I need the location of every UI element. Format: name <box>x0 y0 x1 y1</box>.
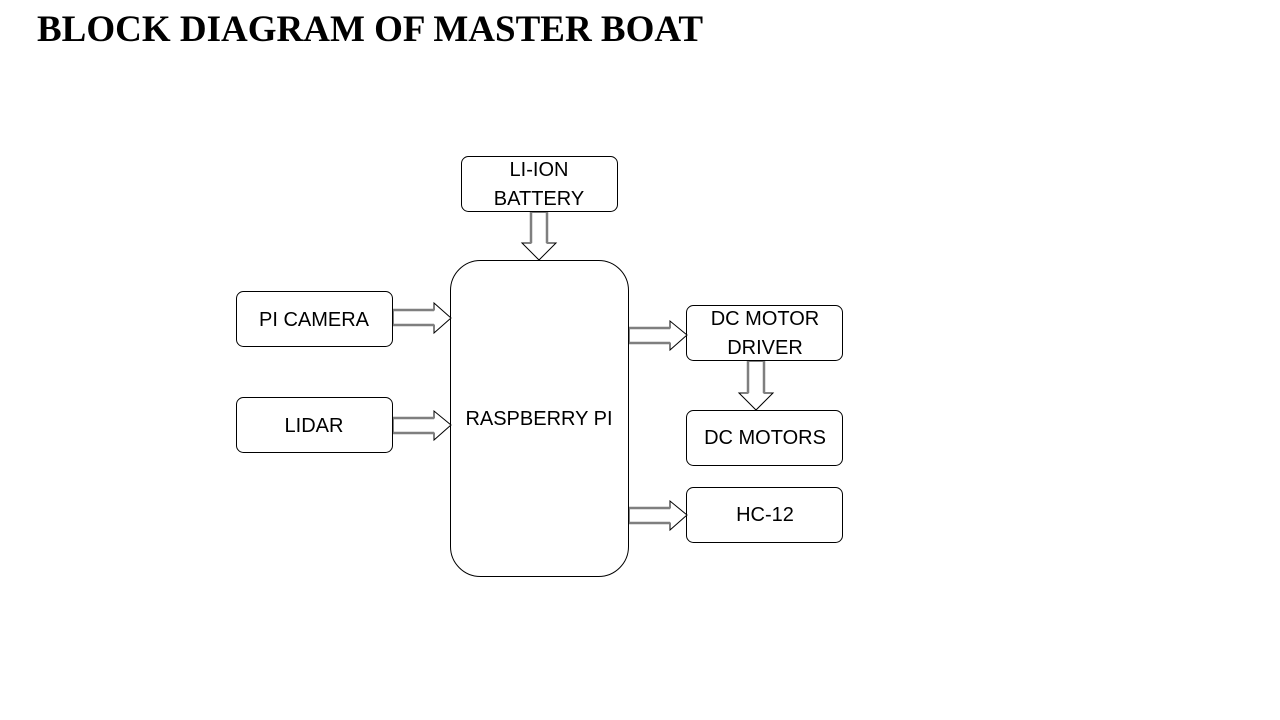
diagram-title: BLOCK DIAGRAM OF MASTER BOAT <box>37 9 704 50</box>
arrow-dc-motor-driver-to-dc-motors <box>737 360 775 411</box>
arrow-raspberry-pi-to-dc-motor-driver <box>628 319 688 352</box>
arrow-lidar-to-raspberry-pi <box>392 409 452 442</box>
arrow-raspberry-pi-to-hc-12 <box>628 499 688 532</box>
block-pi-camera: PI CAMERA <box>236 291 393 347</box>
arrow-pi-camera-to-raspberry-pi <box>392 301 452 335</box>
block-dc-motor-driver: DC MOTOR DRIVER <box>686 305 843 361</box>
block-pi-camera-label: PI CAMERA <box>259 309 370 331</box>
block-dc-motors: DC MOTORS <box>686 410 843 466</box>
block-lidar-label: LIDAR <box>285 415 344 437</box>
block-raspberry-pi-box <box>450 260 629 577</box>
block-hc-12-label: HC-12 <box>736 504 794 526</box>
block-li-ion-battery-label-line2: BATTERY <box>494 188 584 210</box>
block-hc-12: HC-12 <box>686 487 843 543</box>
block-dc-motor-driver-label-line2: DRIVER <box>727 337 803 359</box>
block-raspberry-pi-label: RASPBERRY PI <box>465 408 612 430</box>
block-dc-motor-driver-label-line1: DC MOTOR <box>711 308 820 330</box>
block-dc-motors-box <box>686 410 843 466</box>
block-lidar: LIDAR <box>236 397 393 453</box>
block-raspberry-pi: RASPBERRY PI <box>450 260 629 577</box>
block-li-ion-battery: LI-ION BATTERY <box>461 156 618 212</box>
block-dc-motors-label: DC MOTORS <box>704 427 826 449</box>
block-li-ion-battery-label-line1: LI-ION <box>510 159 569 181</box>
arrow-battery-to-raspberry-pi <box>520 211 558 261</box>
